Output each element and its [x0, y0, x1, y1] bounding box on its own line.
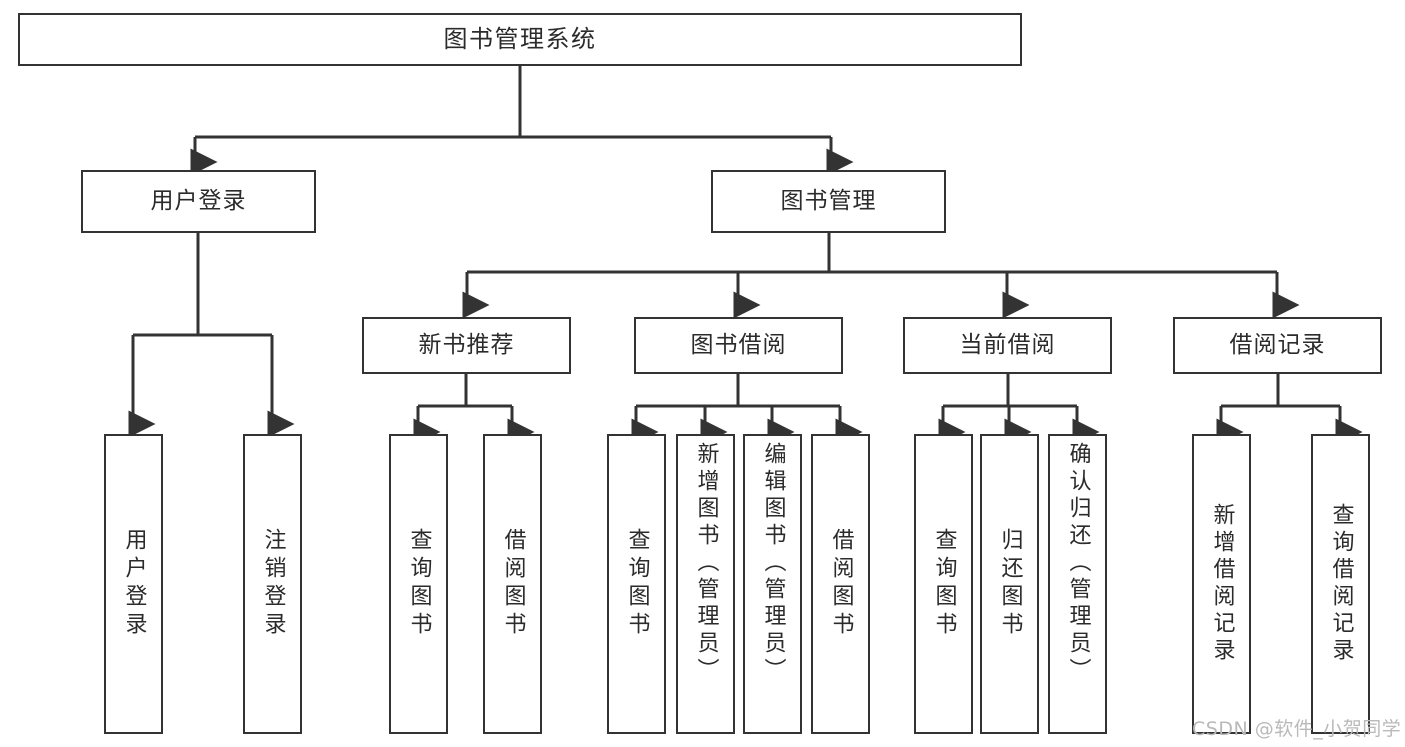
node-label: 编辑图书（管理员）: [760, 442, 786, 685]
leaf-return-book[interactable]: 归还图书: [980, 434, 1039, 734]
node-label: 图书管理系统: [443, 24, 597, 53]
leaf-user-login[interactable]: 用户登录: [104, 434, 163, 734]
node-label: 新增借阅记录: [1209, 503, 1235, 665]
node-root-system[interactable]: 图书管理系统: [18, 13, 1022, 66]
node-label: 查询图书: [624, 528, 650, 640]
node-label: 新书推荐: [418, 332, 515, 359]
leaf-query-borrow-record[interactable]: 查询借阅记录: [1311, 434, 1370, 734]
node-label: 查询图书: [406, 528, 432, 640]
node-label: 借阅图书: [500, 528, 526, 640]
leaf-query-book-borrow[interactable]: 查询图书: [607, 434, 666, 734]
node-label: 确认归还（管理员）: [1065, 442, 1091, 685]
node-label: 用户登录: [121, 528, 147, 640]
node-label: 用户登录: [150, 188, 247, 215]
leaf-query-book-recommend[interactable]: 查询图书: [389, 434, 448, 734]
node-book-borrow[interactable]: 图书借阅: [634, 317, 843, 374]
node-label: 查询图书: [931, 528, 957, 640]
leaf-confirm-return-admin[interactable]: 确认归还（管理员）: [1048, 434, 1107, 734]
node-borrow-record[interactable]: 借阅记录: [1173, 317, 1382, 374]
node-label: 借阅图书: [828, 528, 854, 640]
node-label: 图书管理: [780, 188, 877, 215]
node-user-login[interactable]: 用户登录: [81, 170, 316, 233]
node-book-management[interactable]: 图书管理: [711, 170, 946, 233]
node-label: 当前借阅: [959, 332, 1056, 359]
leaf-logout[interactable]: 注销登录: [243, 434, 302, 734]
leaf-add-borrow-record[interactable]: 新增借阅记录: [1192, 434, 1251, 734]
node-label: 归还图书: [997, 528, 1023, 640]
node-new-book-recommend[interactable]: 新书推荐: [362, 317, 571, 374]
node-label: 借阅记录: [1229, 332, 1326, 359]
leaf-add-book-admin[interactable]: 新增图书（管理员）: [676, 434, 735, 734]
node-current-borrow[interactable]: 当前借阅: [903, 317, 1112, 374]
node-label: 新增图书（管理员）: [693, 442, 719, 685]
leaf-query-book-current[interactable]: 查询图书: [914, 434, 973, 734]
node-label: 注销登录: [260, 528, 286, 640]
leaf-borrow-book[interactable]: 借阅图书: [811, 434, 870, 734]
leaf-edit-book-admin[interactable]: 编辑图书（管理员）: [743, 434, 802, 734]
leaf-borrow-book-recommend[interactable]: 借阅图书: [483, 434, 542, 734]
node-label: 查询借阅记录: [1328, 503, 1354, 665]
node-label: 图书借阅: [690, 332, 787, 359]
csdn-watermark: CSDN @软件_小贺同学: [1192, 718, 1402, 740]
